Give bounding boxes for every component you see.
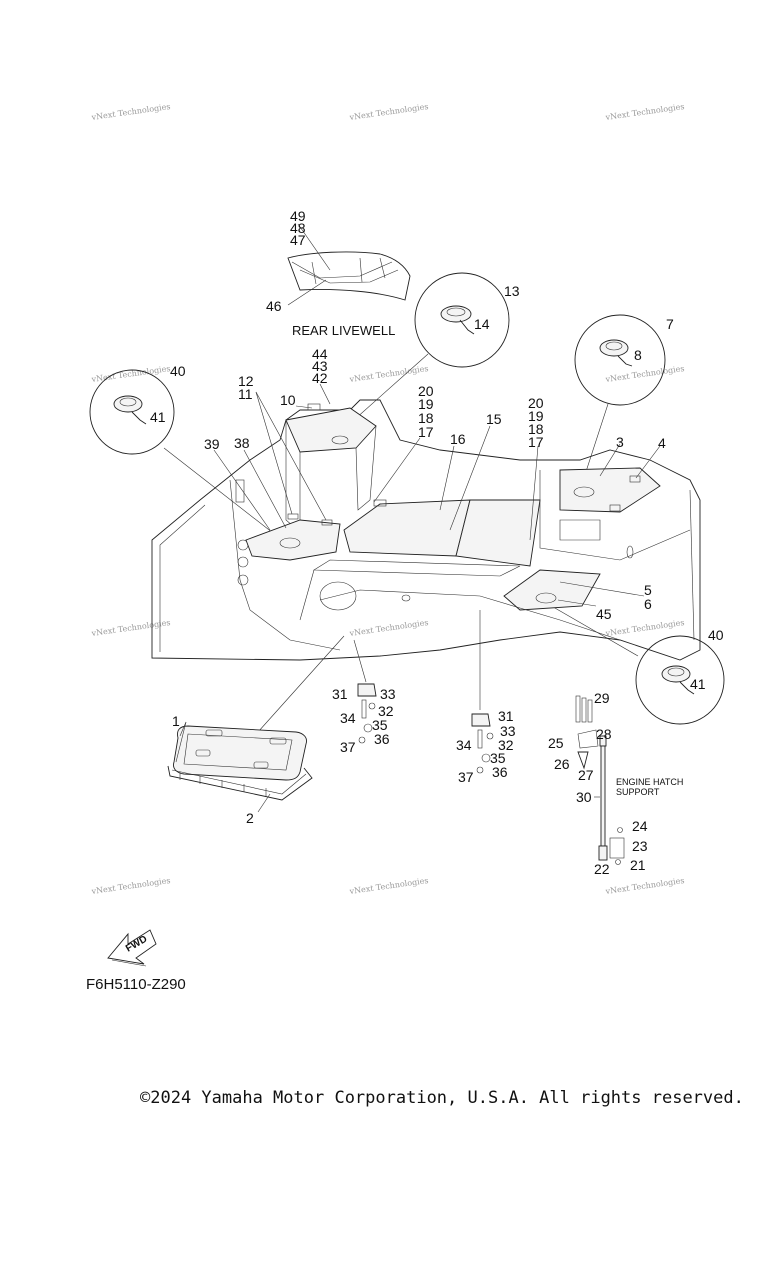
callout-31: 31 — [332, 686, 348, 702]
deck-callouts: 44 43 42 12 11 10 39 38 20 19 18 17 16 1… — [204, 346, 666, 622]
watermark: vNext Technologies — [90, 876, 171, 896]
callout-35: 35 — [490, 750, 506, 766]
callout-40: 40 — [170, 363, 186, 379]
callout-24: 24 — [632, 818, 648, 834]
callout-33: 33 — [500, 723, 516, 739]
callout-10: 10 — [280, 392, 296, 408]
engine-hatch-label: SUPPORT — [616, 787, 660, 797]
callout-34: 34 — [456, 737, 472, 753]
callout-36: 36 — [492, 764, 508, 780]
callout-5: 5 — [644, 582, 652, 598]
callout-25: 25 — [548, 735, 564, 751]
watermark: vNext Technologies — [604, 876, 685, 896]
callout-8: 8 — [634, 347, 642, 363]
callout-18: 18 — [418, 410, 434, 426]
watermark: vNext Technologies — [348, 876, 429, 896]
callout-28: 28 — [596, 726, 612, 742]
callout-17: 17 — [418, 424, 434, 440]
callout-27: 27 — [578, 767, 594, 783]
callout-22: 22 — [594, 861, 610, 877]
callout-40: 40 — [708, 627, 724, 643]
callout-37: 37 — [340, 739, 356, 755]
callout-17: 17 — [528, 434, 544, 450]
watermark: vNext Technologies — [348, 618, 429, 638]
watermark: vNext Technologies — [604, 364, 685, 384]
engine-hatch-label: ENGINE HATCH — [616, 777, 683, 787]
leader-lines — [213, 383, 661, 607]
rear-livewell-inset: 49 48 47 46 REAR LIVEWELL — [266, 208, 411, 338]
hatch-frame-assembly: 1 2 — [167, 581, 357, 826]
engine-hatch-support: 29 28 25 26 27 30 ENGINE HATCH SUPPORT 2… — [548, 690, 683, 877]
callout-7: 7 — [666, 316, 674, 332]
callout-33: 33 — [380, 686, 396, 702]
detail-circle-7: 7 8 — [574, 314, 674, 491]
callout-37: 37 — [458, 769, 474, 785]
detail-circle-40-left: 40 41 — [89, 363, 283, 541]
callout-26: 26 — [554, 756, 570, 772]
latch-assembly-left: 31 33 32 34 35 36 37 — [332, 639, 396, 755]
callout-42: 42 — [312, 370, 328, 386]
callout-32: 32 — [498, 737, 514, 753]
callout-2: 2 — [246, 810, 254, 826]
callout-34: 34 — [340, 710, 356, 726]
callout-1: 1 — [172, 713, 180, 729]
callout-30: 30 — [576, 789, 592, 805]
callout-21: 21 — [630, 857, 646, 873]
callout-11: 11 — [238, 386, 253, 402]
callout-18: 18 — [528, 421, 544, 437]
callout-47: 47 — [290, 232, 306, 248]
callout-38: 38 — [234, 435, 250, 451]
callout-23: 23 — [632, 838, 648, 854]
callout-45: 45 — [596, 606, 612, 622]
callout-29: 29 — [594, 690, 610, 706]
callout-46: 46 — [266, 298, 282, 314]
watermark: vNext Technologies — [348, 102, 429, 122]
callout-20: 20 — [528, 395, 544, 411]
callout-15: 15 — [486, 411, 502, 427]
callout-49: 49 — [290, 208, 306, 224]
diagram-code: F6H5110-Z290 — [86, 976, 186, 993]
deck-body — [151, 399, 701, 661]
watermark: vNext Technologies — [604, 102, 685, 122]
copyright-notice: ©2024 Yamaha Motor Corporation, U.S.A. A… — [140, 1088, 744, 1108]
callout-36: 36 — [374, 731, 390, 747]
watermark: vNext Technologies — [604, 618, 685, 638]
callout-35: 35 — [372, 717, 388, 733]
callout-19: 19 — [528, 408, 544, 424]
callout-44: 44 — [312, 346, 328, 362]
callout-31: 31 — [498, 708, 514, 724]
callout-41: 41 — [690, 676, 706, 692]
callout-19: 19 — [418, 396, 434, 412]
watermark: vNext Technologies — [90, 102, 171, 122]
fwd-arrow-icon: FWD — [107, 929, 157, 967]
watermark: vNext Technologies — [348, 364, 429, 384]
rear-livewell-label: REAR LIVEWELL — [292, 323, 395, 338]
callout-6: 6 — [644, 596, 652, 612]
detail-circle-40-right: 40 41 — [547, 603, 725, 725]
callout-41: 41 — [150, 409, 166, 425]
watermark: vNext Technologies — [90, 364, 171, 384]
callout-32: 32 — [378, 703, 394, 719]
callout-48: 48 — [290, 220, 306, 236]
latch-assembly-right: 31 33 32 34 35 36 37 — [456, 610, 516, 785]
callout-4: 4 — [658, 435, 666, 451]
callout-20: 20 — [418, 383, 434, 399]
callout-39: 39 — [204, 436, 220, 452]
callout-13: 13 — [504, 283, 520, 299]
callout-12: 12 — [238, 373, 254, 389]
callout-43: 43 — [312, 358, 328, 374]
watermark: vNext Technologies — [90, 618, 171, 638]
callout-3: 3 — [616, 434, 624, 450]
callout-16: 16 — [450, 431, 466, 447]
callout-14: 14 — [474, 316, 490, 332]
detail-circle-13: 13 14 — [335, 272, 520, 437]
